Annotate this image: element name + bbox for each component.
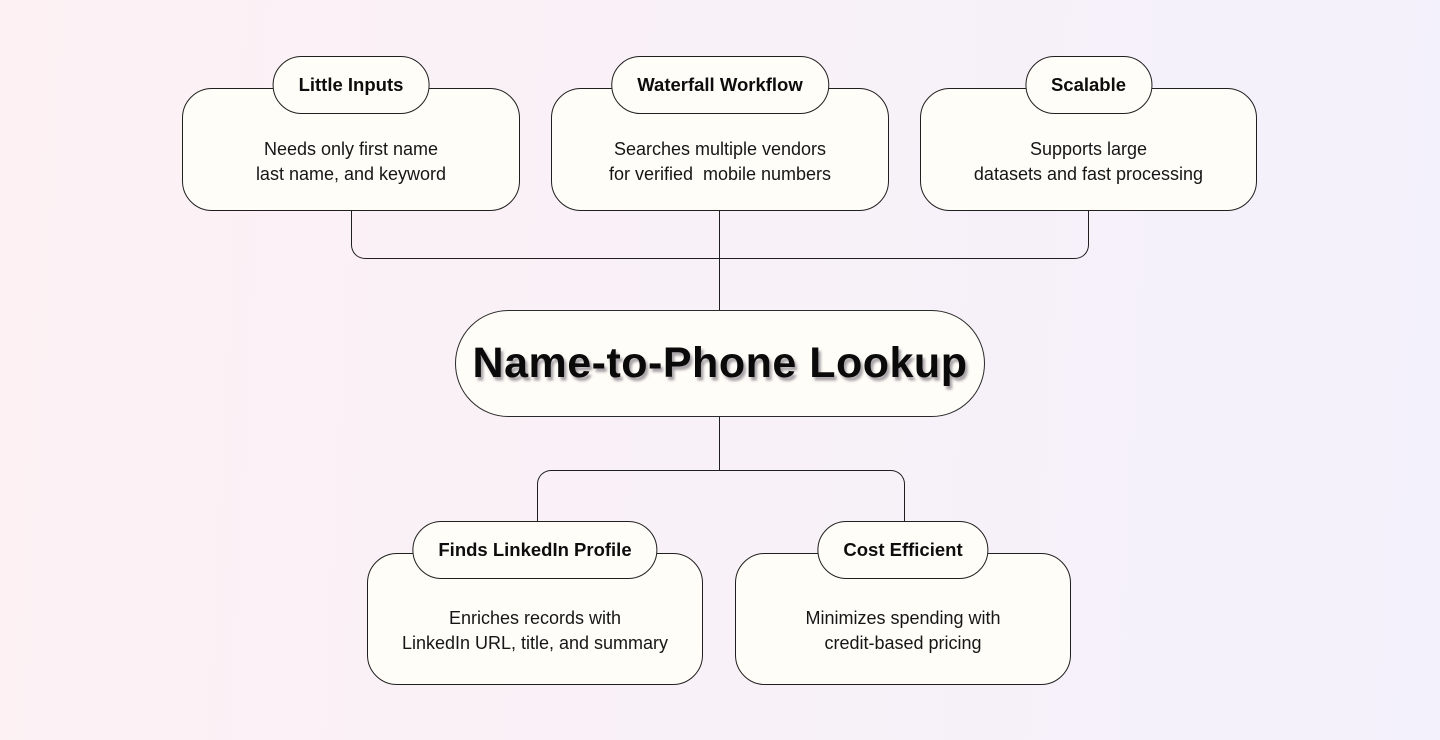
node-cost-efficient-description: Minimizes spending with credit-based pri… [805, 608, 1001, 653]
center-node: Name-to-Phone Lookup [455, 310, 985, 417]
node-waterfall-workflow-description: Searches multiple vendors for verified m… [608, 138, 832, 184]
connector-center-stem-bottom [718, 417, 720, 470]
node-waterfall-workflow-label: Waterfall Workflow [611, 56, 829, 114]
connector-center-stem-top [718, 211, 720, 310]
node-cost-efficient-label: Cost Efficient [817, 521, 989, 579]
node-scalable: Scalable Supports large datasets and fas… [920, 56, 1257, 211]
node-little-inputs-description: Needs only first name last name, and key… [255, 138, 447, 184]
connector-top-branch [351, 211, 1089, 259]
node-finds-linkedin-profile: Finds LinkedIn Profile Enriches records … [367, 521, 703, 685]
center-node-title: Name-to-Phone Lookup [472, 339, 968, 387]
node-little-inputs: Little Inputs Needs only first name last… [182, 56, 520, 211]
node-scalable-label: Scalable [1024, 56, 1153, 114]
connector-bottom-branch [537, 470, 905, 523]
node-waterfall-workflow: Waterfall Workflow Searches multiple ven… [551, 56, 889, 211]
node-finds-linkedin-profile-label: Finds LinkedIn Profile [412, 521, 658, 579]
node-little-inputs-label: Little Inputs [272, 56, 430, 114]
node-scalable-description: Supports large datasets and fast process… [973, 138, 1204, 184]
node-cost-efficient: Cost Efficient Minimizes spending with c… [735, 521, 1071, 685]
node-finds-linkedin-profile-description: Enriches records with LinkedIn URL, titl… [401, 608, 669, 653]
